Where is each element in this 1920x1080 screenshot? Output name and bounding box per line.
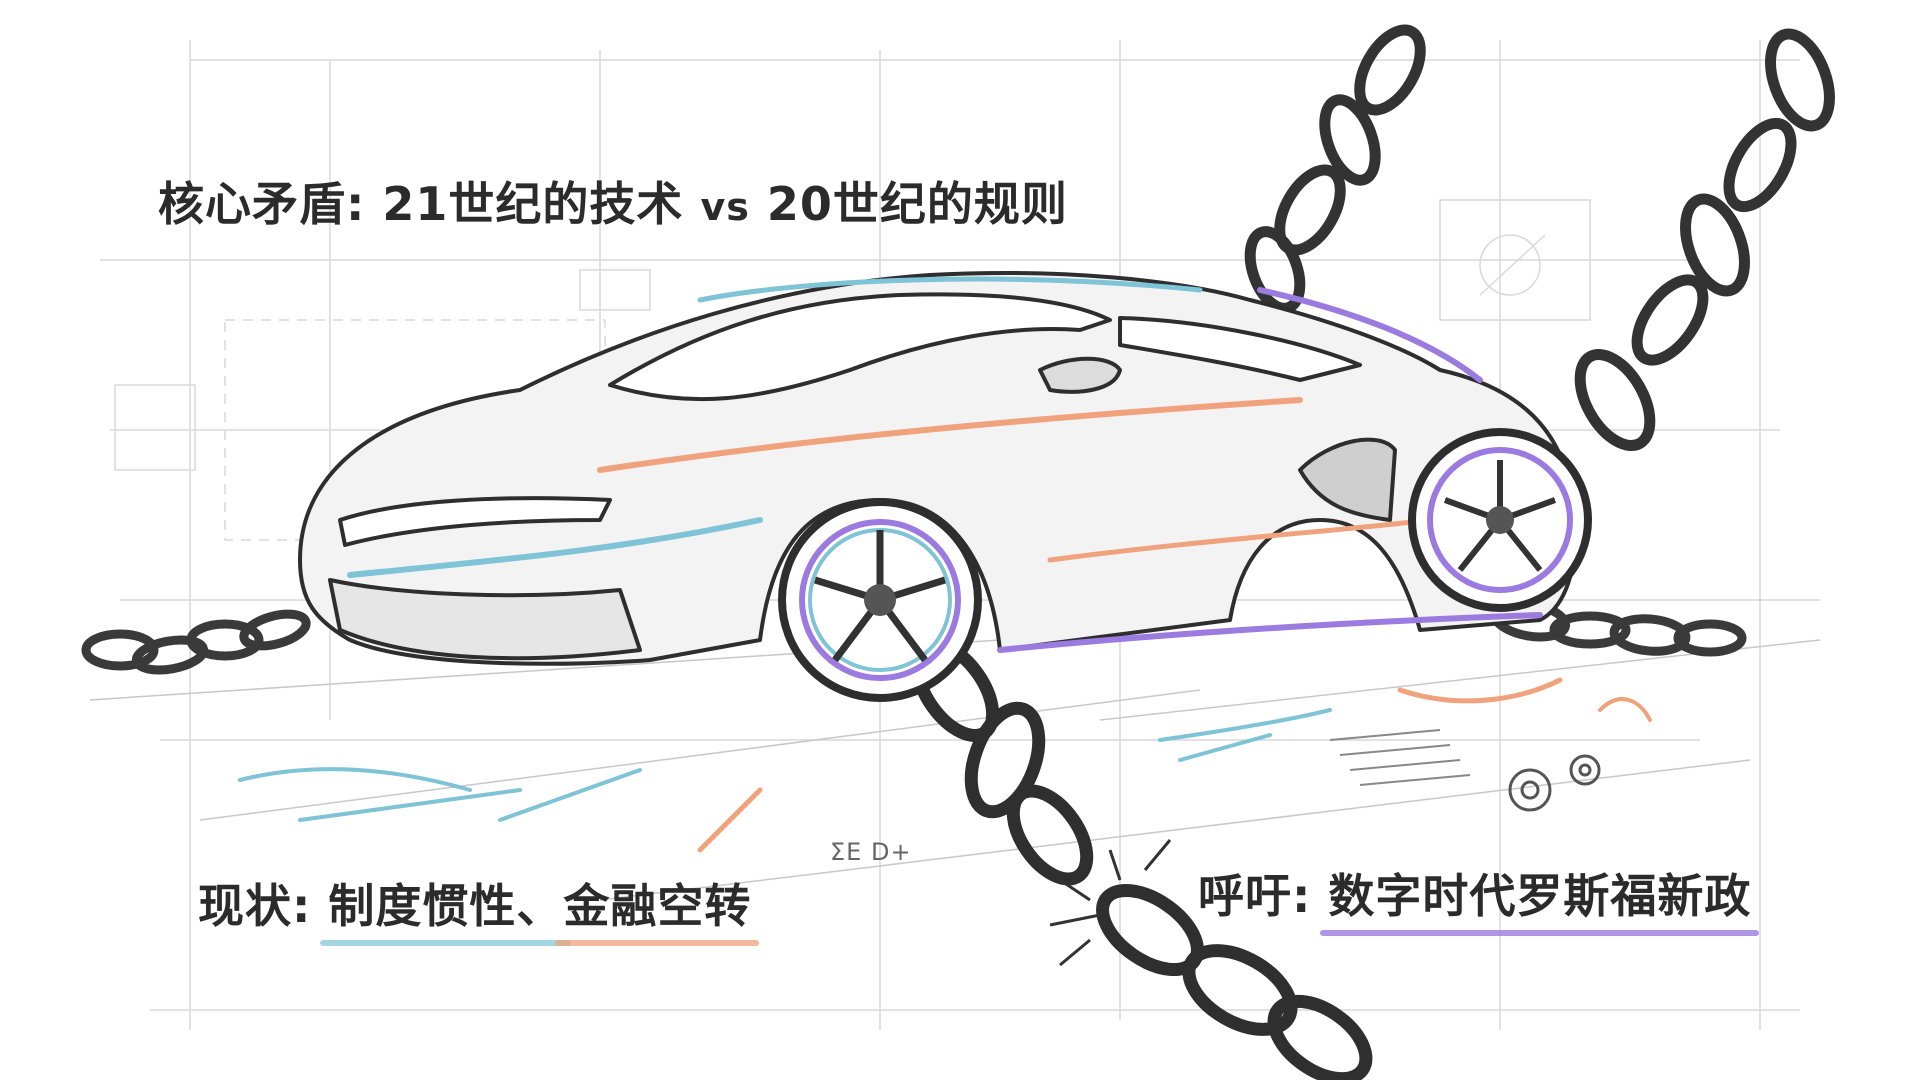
headline-prefix: 核心矛盾:	[158, 177, 366, 231]
headline-left: 21世纪的技术	[376, 168, 690, 234]
sketch-note-label: ΣE D+	[830, 838, 912, 866]
sketch-notes	[1329, 729, 1471, 786]
headline: 核心矛盾: 21世纪的技术 vs 20世纪的规则	[158, 168, 1074, 234]
motion-arrows	[238, 677, 1652, 853]
top-chains	[1244, 24, 1835, 452]
call-caption: 呼吁: 数字时代罗斯福新政	[1198, 860, 1760, 936]
front-wheel	[778, 498, 982, 702]
car-highlights	[347, 276, 1543, 653]
headline-vs: vs	[700, 185, 750, 229]
status-part1: 制度惯性、	[320, 870, 572, 946]
status-part2: 金融空转	[555, 870, 760, 946]
gear-sketch	[1508, 754, 1601, 812]
status-prefix: 现状:	[198, 879, 312, 933]
rear-wheel	[1408, 428, 1592, 612]
headline-right: 20世纪的规则	[760, 168, 1074, 234]
broken-chain	[910, 637, 1373, 1080]
left-chain	[81, 609, 311, 675]
call-text: 数字时代罗斯福新政	[1320, 860, 1760, 936]
sports-car	[298, 271, 1578, 666]
status-caption: 现状: 制度惯性、金融空转	[198, 870, 760, 946]
break-sparks	[1049, 839, 1172, 967]
call-prefix: 呼吁:	[1198, 869, 1312, 923]
